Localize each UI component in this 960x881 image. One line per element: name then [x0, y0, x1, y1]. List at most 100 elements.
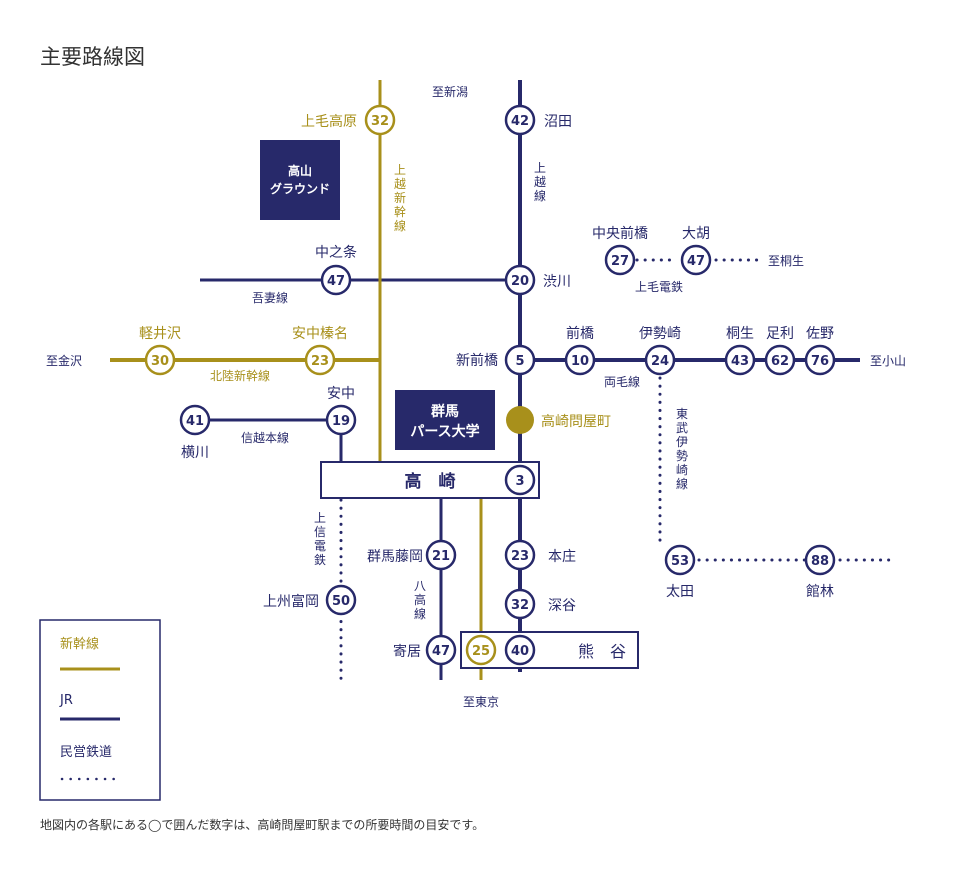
- line-joshin-char-2: 信: [314, 525, 326, 539]
- line-names: 上 越 新 幹 線 上 越 線 吾妻線 上毛電鉄 北陸新幹線 両毛線 信越本線 …: [210, 161, 688, 621]
- line-tobu-char-1: 東: [676, 407, 688, 421]
- station-nakanojo-time: 47: [327, 274, 345, 289]
- legend-jr-label: JR: [59, 693, 73, 708]
- station-isesaki-marker: [644, 344, 676, 376]
- station-annaka-name: 安中: [327, 386, 355, 402]
- line-tobu-char-6: 線: [676, 476, 688, 491]
- station-kumagaya-shinkansen-marker: [465, 634, 497, 666]
- line-joetsu-shinkansen-char-3: 新: [394, 190, 406, 205]
- station-shinmaebashi-name: 新前橋: [456, 352, 498, 369]
- kumagaya-label: 熊 谷: [578, 642, 626, 661]
- station-shinmaebashi-time: 5: [515, 354, 524, 369]
- station-yokokawa-marker: [179, 404, 211, 436]
- line-hokuriku-shinkansen: 北陸新幹線: [210, 368, 270, 383]
- takayama-label-1: 高山: [288, 163, 312, 178]
- legend-shinkansen-label: 新幹線: [60, 636, 99, 652]
- station-chuomaebashi-name: 中央前橋: [592, 225, 648, 242]
- kumagaya-station-box: 熊 谷: [460, 631, 639, 669]
- station-markers: 32 30 23 25 42 20 5 3 23 32 40 47 41 19: [144, 104, 836, 666]
- station-isesaki-time: 24: [651, 354, 669, 369]
- station-kumagaya-shinkansen-time: 25: [472, 644, 490, 659]
- station-takasakitonyamachi-marker: [506, 406, 534, 434]
- station-shinmaebashi-marker: [504, 344, 536, 376]
- station-annaka-marker: [325, 404, 357, 436]
- page-title: 主要路線図: [40, 45, 145, 69]
- station-yorii-name: 寄居: [393, 643, 421, 660]
- line-joetsu-shinkansen-char-2: 越: [394, 177, 406, 191]
- line-joshin-char-3: 電: [314, 539, 326, 553]
- station-oogo-name: 大胡: [682, 226, 710, 242]
- station-annakaharuna-marker: [304, 344, 336, 376]
- station-joshutomioka-time: 50: [332, 594, 350, 609]
- takasaki-station-box: 高 崎: [320, 461, 540, 499]
- station-kiryu-marker: [724, 344, 756, 376]
- line-hachiko-char-3: 線: [414, 606, 426, 621]
- station-karuizawa-name: 軽井沢: [139, 326, 181, 342]
- station-shibukawa-name: 渋川: [543, 274, 571, 290]
- station-yorii-time: 47: [432, 644, 450, 659]
- station-numata-marker: [504, 104, 536, 136]
- campus-box: 群馬 パース大学: [395, 390, 495, 450]
- direction-tokyo: 至東京: [463, 695, 499, 709]
- station-shibukawa-marker: [504, 264, 536, 296]
- station-jomokogen-time: 32: [371, 114, 389, 129]
- station-honjo-time: 23: [511, 549, 529, 564]
- station-maebashi-time: 10: [571, 354, 589, 369]
- station-fukaya-marker: [504, 588, 536, 620]
- station-chuomaebashi-marker: [604, 244, 636, 276]
- station-numata-name: 沼田: [544, 114, 572, 130]
- line-ryomo: 両毛線: [604, 374, 640, 389]
- line-joshin-char-4: 鉄: [314, 552, 326, 567]
- station-ota-name: 太田: [666, 584, 694, 600]
- line-tobu-char-4: 勢: [676, 448, 688, 463]
- station-jomokogen-name: 上毛高原: [301, 113, 357, 130]
- station-fukaya-name: 深谷: [548, 598, 576, 614]
- station-yokokawa-time: 41: [186, 414, 204, 429]
- station-annakaharuna-time: 23: [311, 354, 329, 369]
- line-joetsu-shinkansen-char-1: 上: [394, 163, 406, 177]
- station-oogo-marker: [680, 244, 712, 276]
- station-gunmafujioka-marker: [425, 539, 457, 571]
- line-tobu-char-2: 武: [676, 421, 688, 435]
- station-ashikaga-time: 62: [771, 354, 789, 369]
- station-isesaki-name: 伊勢崎: [639, 326, 681, 342]
- station-karuizawa-time: 30: [151, 354, 169, 369]
- line-shinetsu: 信越本線: [241, 430, 289, 445]
- station-tatebayashi-time: 88: [811, 554, 829, 569]
- station-numata-time: 42: [511, 114, 529, 129]
- station-yorii-marker: [425, 634, 457, 666]
- direction-niigata: 至新潟: [432, 84, 468, 99]
- line-hachiko-char-2: 高: [414, 592, 426, 607]
- line-joetsu-char-1: 上: [534, 161, 546, 175]
- station-sano-marker: [804, 344, 836, 376]
- station-joshutomioka-marker: [325, 584, 357, 616]
- station-annaka-time: 19: [332, 414, 350, 429]
- line-joetsu-shinkansen-char-4: 幹: [394, 204, 406, 219]
- station-ota-marker: [664, 544, 696, 576]
- direction-labels: 至新潟 至桐生 至金沢 至小山 至東京: [46, 84, 906, 709]
- station-nakanojo-name: 中之条: [315, 244, 357, 261]
- station-takasaki-marker: [504, 464, 536, 496]
- direction-kanazawa: 至金沢: [46, 353, 82, 368]
- legend-private-label: 民営鉄道: [60, 745, 112, 760]
- station-takasakitonyamachi-name: 高崎問屋町: [541, 413, 611, 430]
- station-kumagaya-jr-marker: [504, 634, 536, 666]
- station-maebashi-name: 前橋: [566, 325, 594, 342]
- legend: 新幹線 JR 民営鉄道: [39, 619, 161, 801]
- station-tatebayashi-name: 館林: [806, 583, 834, 600]
- station-jomokogen-marker: [364, 104, 396, 136]
- line-hachiko-char-1: 八: [414, 579, 426, 593]
- station-chuomaebashi-time: 27: [611, 254, 629, 269]
- line-joetsu-char-3: 線: [534, 188, 546, 203]
- station-gunmafujioka-name: 群馬藤岡: [367, 549, 423, 565]
- station-gunmafujioka-time: 21: [432, 549, 450, 564]
- direction-kiryu: 至桐生: [768, 254, 804, 268]
- campus-label-2: パース大学: [410, 423, 479, 440]
- station-ota-time: 53: [671, 554, 689, 569]
- legend-frame: [39, 619, 161, 801]
- takayama-ground-box: 高山 グラウンド: [260, 140, 340, 220]
- line-joetsu-shinkansen-char-5: 線: [394, 218, 406, 233]
- station-ashikaga-marker: [764, 344, 796, 376]
- line-tobu-char-3: 伊: [676, 435, 688, 449]
- station-honjo-name: 本庄: [548, 548, 576, 565]
